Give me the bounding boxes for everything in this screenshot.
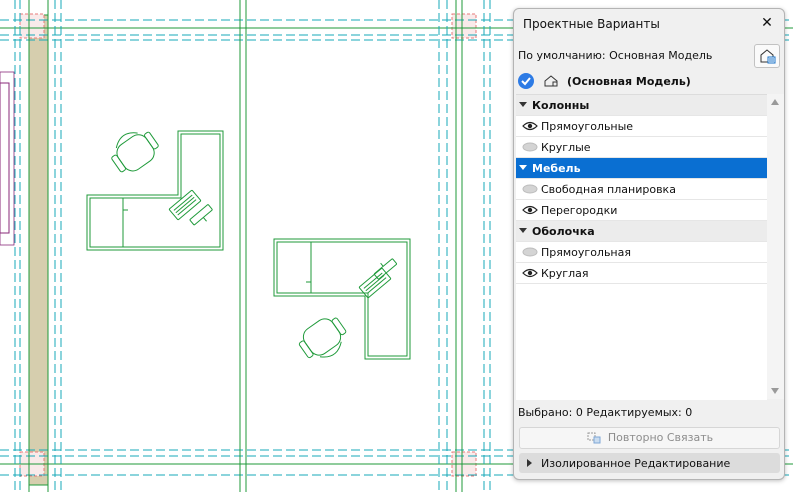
wall-segment[interactable] bbox=[28, 14, 49, 486]
scroll-down-icon[interactable] bbox=[771, 388, 779, 394]
eye-icon[interactable] bbox=[522, 205, 538, 215]
desk-workstation-2[interactable] bbox=[273, 238, 411, 367]
hidden-eye-icon[interactable] bbox=[522, 247, 538, 257]
group-row-furniture[interactable]: Мебель bbox=[516, 158, 767, 179]
option-row[interactable]: Круглые bbox=[516, 137, 767, 158]
main-model-label: (Основная Модель) bbox=[567, 75, 691, 88]
selection-status: Выбрано: 0 Редактируемых: 0 bbox=[518, 406, 693, 419]
isolated-editing-toggle[interactable]: Изолированное Редактирование bbox=[519, 453, 780, 473]
option-row[interactable]: Свободная планировка bbox=[516, 179, 767, 200]
wall-frame-left-outer bbox=[0, 71, 15, 246]
option-row[interactable]: Прямоугольная bbox=[516, 242, 767, 263]
hidden-eye-icon[interactable] bbox=[522, 184, 538, 194]
default-model-label: По умолчанию: Основная Модель bbox=[518, 49, 713, 62]
column-marker[interactable] bbox=[19, 13, 45, 39]
check-icon[interactable] bbox=[518, 73, 534, 89]
relink-button[interactable]: Повторно Связать bbox=[519, 427, 780, 449]
panel-titlebar[interactable]: Проектные Варианты ✕ bbox=[514, 9, 784, 39]
option-label: Прямоугольные bbox=[541, 120, 634, 133]
triangle-right-icon[interactable] bbox=[527, 459, 532, 467]
option-row[interactable]: Прямоугольные bbox=[516, 116, 767, 137]
isolated-editing-label: Изолированное Редактирование bbox=[541, 457, 731, 470]
design-options-list: Колонны Прямоугольные Круглые Мебель Сво… bbox=[516, 94, 767, 400]
eye-icon[interactable] bbox=[522, 268, 538, 278]
option-row[interactable]: Перегородки bbox=[516, 200, 767, 221]
panel-title: Проектные Варианты bbox=[523, 17, 660, 31]
triangle-down-icon[interactable] bbox=[519, 228, 527, 233]
close-icon[interactable]: ✕ bbox=[761, 15, 773, 31]
model-settings-button[interactable] bbox=[754, 44, 780, 68]
list-scrollbar[interactable] bbox=[767, 94, 784, 399]
option-label: Перегородки bbox=[541, 204, 618, 217]
wall-frame-left bbox=[0, 82, 10, 234]
group-label: Мебель bbox=[532, 162, 581, 175]
design-options-panel: Проектные Варианты ✕ По умолчанию: Основ… bbox=[513, 8, 785, 480]
hidden-eye-icon[interactable] bbox=[522, 142, 538, 152]
main-model-row[interactable]: (Основная Модель) bbox=[518, 73, 778, 91]
triangle-down-icon[interactable] bbox=[519, 102, 527, 107]
group-row-shell[interactable]: Оболочка bbox=[516, 221, 767, 242]
option-row[interactable]: Круглая bbox=[516, 263, 767, 284]
house-settings-icon bbox=[760, 49, 776, 64]
relink-label: Повторно Связать bbox=[607, 431, 714, 444]
group-row-columns[interactable]: Колонны bbox=[516, 95, 767, 116]
relink-icon bbox=[587, 432, 601, 444]
scroll-up-icon[interactable] bbox=[771, 99, 779, 105]
option-label: Круглые bbox=[541, 141, 591, 154]
option-label: Свободная планировка bbox=[541, 183, 676, 196]
group-label: Колонны bbox=[532, 99, 590, 112]
triangle-down-icon[interactable] bbox=[519, 165, 527, 170]
eye-icon[interactable] bbox=[522, 121, 538, 131]
house-icon bbox=[544, 75, 558, 87]
group-label: Оболочка bbox=[532, 225, 595, 238]
desk-workstation-1[interactable] bbox=[86, 122, 224, 251]
option-label: Прямоугольная bbox=[541, 246, 631, 259]
option-label: Круглая bbox=[541, 267, 589, 280]
